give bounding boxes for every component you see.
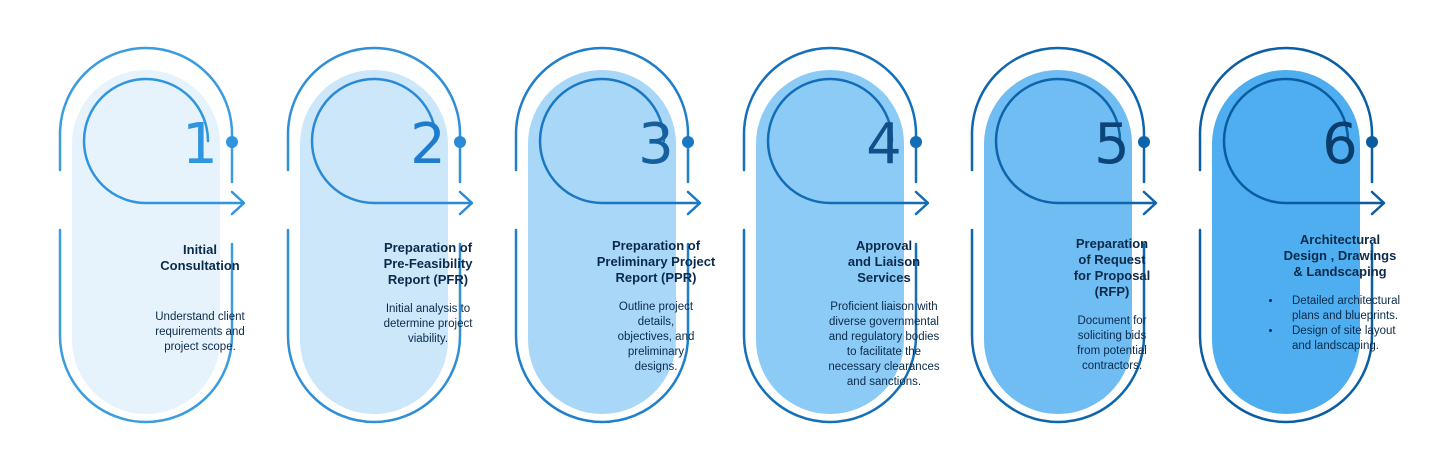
outer-ring-top	[1198, 46, 1374, 184]
connector-dot	[682, 136, 694, 148]
arrow-right-icon	[914, 190, 930, 216]
step-bullet: Detailed architectural plans and bluepri…	[1282, 294, 1414, 324]
outer-ring-bottom	[514, 228, 690, 424]
outer-ring-bottom	[286, 228, 462, 424]
outer-ring-top	[742, 46, 918, 184]
step-capsule	[1212, 70, 1360, 414]
step-bullet: Design of site layout and landscaping.	[1282, 324, 1414, 354]
outer-ring-top	[970, 46, 1146, 184]
step-graphic	[970, 46, 1158, 424]
step-number: 6	[1322, 112, 1358, 177]
connector-arc	[538, 77, 700, 205]
step-number: 3	[638, 112, 674, 177]
connector-dot	[1138, 136, 1150, 148]
step-number: 5	[1094, 112, 1130, 177]
arrow-right-icon	[1142, 190, 1158, 216]
connector-arc	[994, 77, 1156, 205]
outer-ring-bottom	[1198, 228, 1374, 424]
outer-ring-bottom	[970, 228, 1146, 424]
step-capsule	[72, 70, 220, 414]
step-capsule	[756, 70, 904, 414]
arrow-right-icon	[1370, 190, 1386, 216]
step-graphic	[286, 46, 474, 424]
step-graphic	[742, 46, 930, 424]
step-capsule	[984, 70, 1132, 414]
connector-dot	[910, 136, 922, 148]
connector-arc	[1222, 77, 1384, 205]
step-number: 1	[182, 112, 218, 177]
connector-arc	[310, 77, 472, 205]
outer-ring-bottom	[742, 228, 918, 424]
connector-dot	[454, 136, 466, 148]
step-capsule	[528, 70, 676, 414]
step-number: 2	[410, 112, 446, 177]
step-graphic	[1198, 46, 1386, 424]
step-number: 4	[866, 112, 902, 177]
arrow-right-icon	[686, 190, 702, 216]
outer-ring-top	[58, 46, 234, 184]
arrow-right-icon	[230, 190, 246, 216]
connector-arc	[82, 77, 244, 205]
step-capsule	[300, 70, 448, 414]
outer-ring-bottom	[58, 228, 234, 424]
connector-dot	[226, 136, 238, 148]
connector-dot	[1366, 136, 1378, 148]
step-graphic	[58, 46, 246, 424]
step-description: Detailed architectural plans and bluepri…	[1266, 294, 1414, 354]
step-graphic	[514, 46, 702, 424]
outer-ring-top	[286, 46, 462, 184]
outer-ring-top	[514, 46, 690, 184]
connector-arc	[766, 77, 928, 205]
arrow-right-icon	[458, 190, 474, 216]
